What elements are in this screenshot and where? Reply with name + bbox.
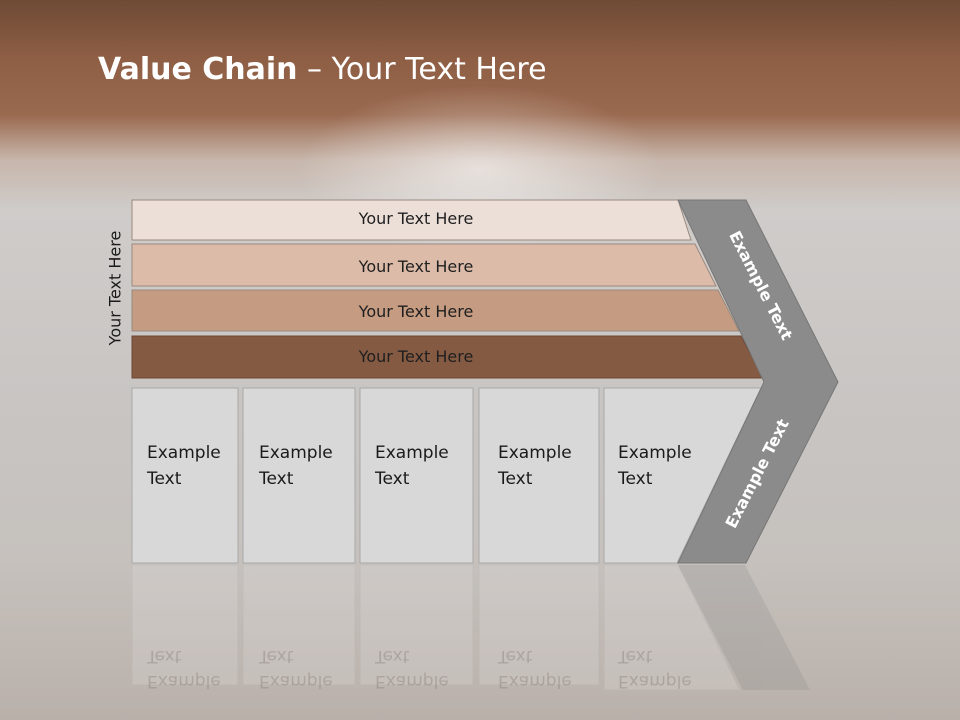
refl-text-1b: Text (146, 646, 182, 666)
refl-text-2b: Text (258, 646, 294, 666)
reflection-texts: Example Text Example Text Example Text E… (146, 646, 692, 691)
refl-text-1: Example (147, 671, 221, 691)
column-5-line2: Text (617, 469, 653, 489)
column-2-line2: Text (258, 469, 294, 489)
column-1-line1: Example (147, 443, 221, 463)
column-1 (131, 387, 239, 564)
refl-text-5: Example (618, 671, 692, 691)
col-reflection-1 (131, 564, 239, 686)
column-2-line1: Example (259, 443, 333, 463)
chevron-arrow (677, 199, 839, 564)
reflection (131, 564, 810, 691)
column-4 (478, 387, 600, 564)
refl-text-4b: Text (497, 646, 533, 666)
column-4-line1: Example (498, 443, 572, 463)
title-bold: Value Chain (98, 52, 298, 87)
column-3-line2: Text (374, 469, 410, 489)
band-2 (131, 243, 717, 287)
refl-text-2: Example (259, 671, 333, 691)
refl-text-4: Example (498, 671, 572, 691)
refl-text-3b: Text (374, 646, 410, 666)
band-3 (131, 289, 740, 332)
band-1 (131, 199, 692, 241)
slide-title: Value Chain – Your Text Here (98, 52, 547, 87)
col-reflection-3 (359, 564, 474, 686)
title-rest: – Your Text Here (297, 52, 547, 87)
chevron-reflection (678, 565, 810, 690)
band-1-label: Your Text Here (358, 209, 474, 228)
col-reflection-5 (603, 564, 741, 691)
refl-text-3: Example (375, 671, 449, 691)
band-3-label: Your Text Here (358, 302, 474, 321)
column-4-line2: Text (497, 469, 533, 489)
column-2 (242, 387, 356, 564)
refl-text-5b: Text (617, 646, 653, 666)
col-reflection-4 (478, 564, 600, 686)
column-1-line2: Text (146, 469, 182, 489)
column-3-line1: Example (375, 443, 449, 463)
band-4-label: Your Text Here (358, 347, 474, 366)
column-5-line1: Example (618, 443, 692, 463)
column-3 (359, 387, 474, 564)
col-reflection-2 (242, 564, 356, 686)
column-5 (603, 387, 762, 564)
band-2-label: Your Text Here (358, 257, 474, 276)
